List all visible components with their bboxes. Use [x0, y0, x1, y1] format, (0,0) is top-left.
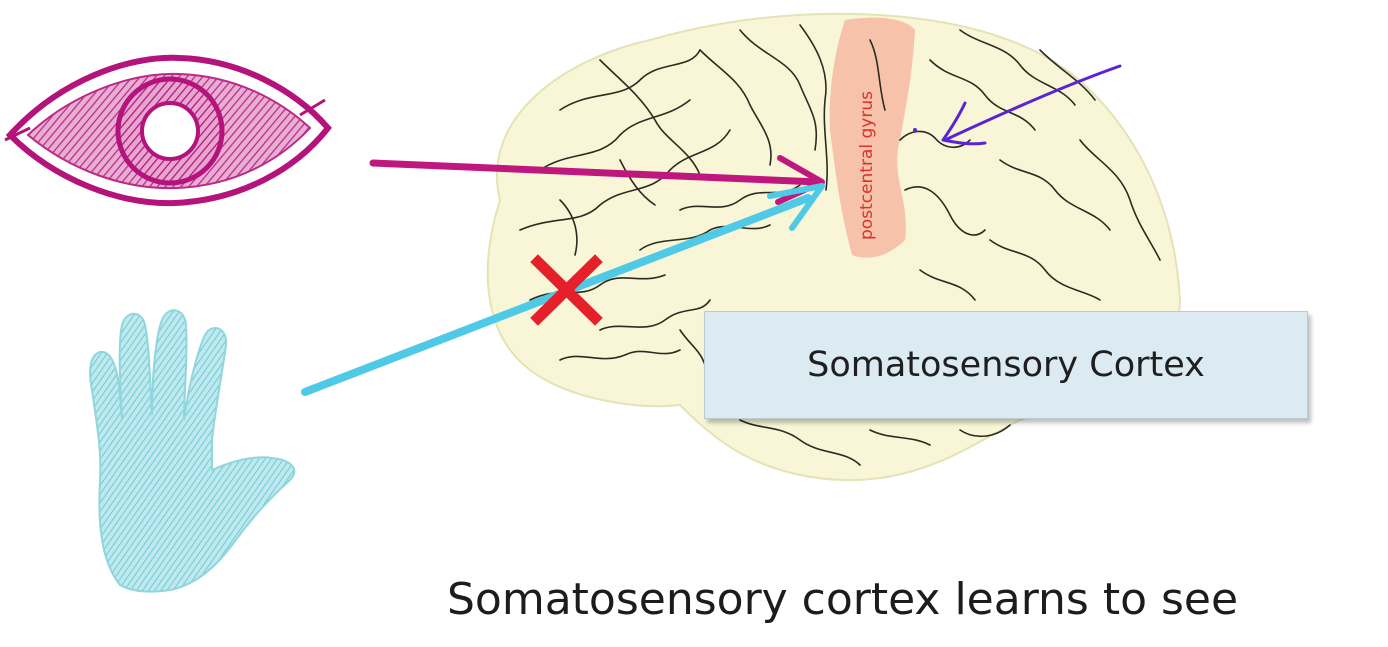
- gyrus-label: postcentral gyrus: [857, 91, 877, 240]
- somatosensory-cortex-text: Somatosensory Cortex: [807, 345, 1205, 385]
- eye-to-cortex-arrow: [369, 155, 825, 205]
- pointer-arrow: [913, 64, 1122, 146]
- somatosensory-cortex-label: Somatosensory Cortex: [704, 311, 1308, 419]
- hand-icon: [89, 309, 296, 593]
- postcentral-gyrus-highlight: [829, 17, 915, 258]
- slide-caption: Somatosensory cortex learns to see: [447, 574, 1239, 625]
- eye-icon: [4, 54, 332, 207]
- red-x-icon: [530, 254, 603, 326]
